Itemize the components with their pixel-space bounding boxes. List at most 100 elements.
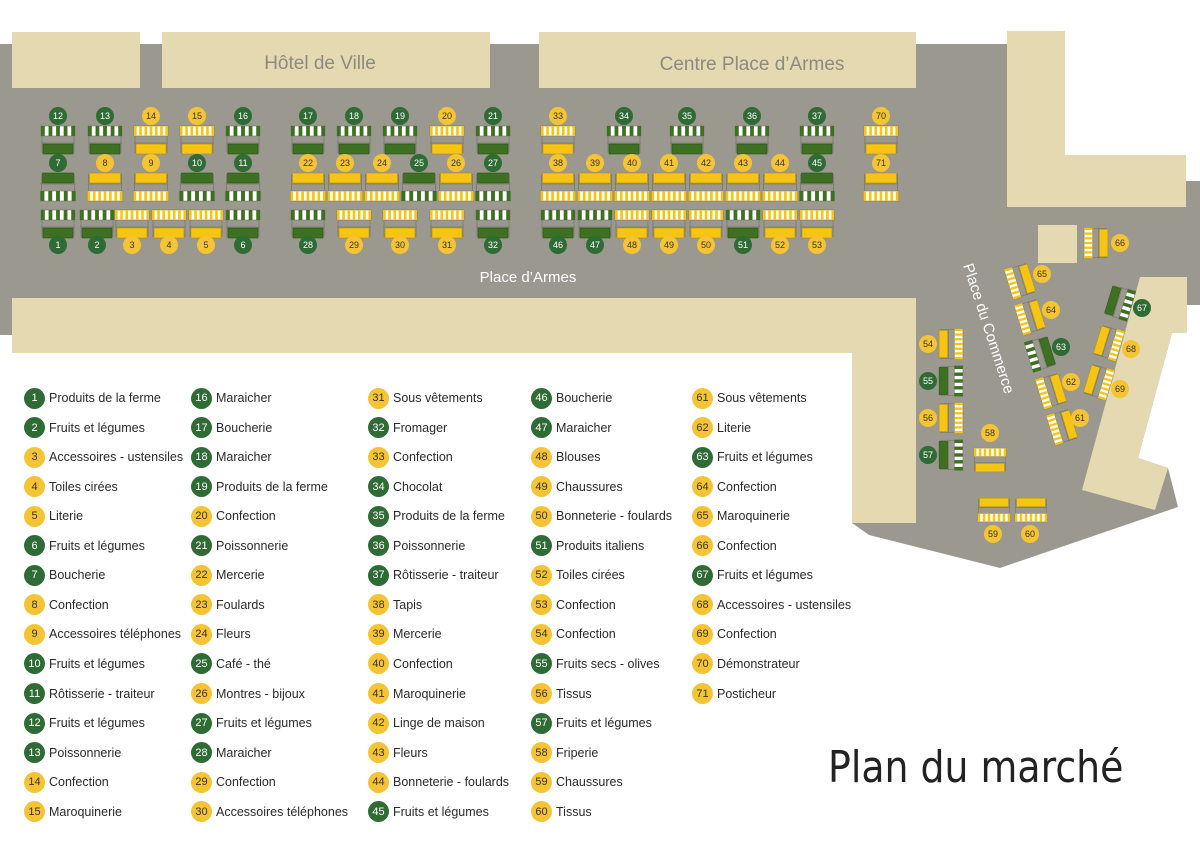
stall-30[interactable] bbox=[382, 209, 418, 239]
stall-number-badge[interactable]: 69 bbox=[1111, 380, 1129, 398]
stall-27[interactable] bbox=[475, 172, 511, 202]
stall-68[interactable] bbox=[1093, 324, 1126, 362]
stall-number-badge[interactable]: 37 bbox=[808, 107, 826, 125]
stall-number-badge[interactable]: 58 bbox=[981, 424, 999, 442]
stall-36[interactable] bbox=[734, 125, 770, 155]
stall-53[interactable] bbox=[799, 209, 835, 239]
stall-31[interactable] bbox=[429, 209, 465, 239]
stall-43[interactable] bbox=[725, 172, 761, 202]
stall-50[interactable] bbox=[688, 209, 724, 239]
stall-45[interactable] bbox=[799, 172, 835, 202]
stall-2[interactable] bbox=[79, 209, 115, 239]
stall-55[interactable] bbox=[938, 365, 964, 397]
stall-number-badge[interactable]: 54 bbox=[919, 335, 937, 353]
stall-number-badge[interactable]: 42 bbox=[697, 154, 715, 172]
stall-39[interactable] bbox=[577, 172, 613, 202]
stall-number-badge[interactable]: 2 bbox=[88, 236, 106, 254]
stall-25[interactable] bbox=[401, 172, 437, 202]
stall-28[interactable] bbox=[290, 209, 326, 239]
stall-51[interactable] bbox=[725, 209, 761, 239]
stall-number-badge[interactable]: 41 bbox=[660, 154, 678, 172]
stall-number-badge[interactable]: 9 bbox=[142, 154, 160, 172]
stall-13[interactable] bbox=[87, 125, 123, 155]
stall-35[interactable] bbox=[669, 125, 705, 155]
stall-41[interactable] bbox=[651, 172, 687, 202]
stall-number-badge[interactable]: 47 bbox=[586, 236, 604, 254]
stall-61[interactable] bbox=[1045, 408, 1078, 446]
stall-66[interactable] bbox=[1083, 227, 1109, 259]
stall-5[interactable] bbox=[188, 209, 224, 239]
stall-number-badge[interactable]: 10 bbox=[188, 154, 206, 172]
stall-number-badge[interactable]: 18 bbox=[345, 107, 363, 125]
stall-number-badge[interactable]: 38 bbox=[549, 154, 567, 172]
stall-number-badge[interactable]: 22 bbox=[299, 154, 317, 172]
stall-number-badge[interactable]: 20 bbox=[438, 107, 456, 125]
stall-44[interactable] bbox=[762, 172, 798, 202]
stall-number-badge[interactable]: 65 bbox=[1033, 265, 1051, 283]
stall-60[interactable] bbox=[1014, 497, 1048, 523]
stall-number-badge[interactable]: 44 bbox=[771, 154, 789, 172]
stall-8[interactable] bbox=[87, 172, 123, 202]
stall-number-badge[interactable]: 39 bbox=[586, 154, 604, 172]
stall-11[interactable] bbox=[225, 172, 261, 202]
stall-number-badge[interactable]: 71 bbox=[872, 154, 890, 172]
stall-number-badge[interactable]: 23 bbox=[336, 154, 354, 172]
stall-19[interactable] bbox=[382, 125, 418, 155]
stall-71[interactable] bbox=[863, 172, 899, 202]
stall-14[interactable] bbox=[133, 125, 169, 155]
stall-24[interactable] bbox=[364, 172, 400, 202]
stall-number-badge[interactable]: 8 bbox=[96, 154, 114, 172]
stall-number-badge[interactable]: 57 bbox=[919, 446, 937, 464]
stall-3[interactable] bbox=[114, 209, 150, 239]
stall-number-badge[interactable]: 16 bbox=[234, 107, 252, 125]
stall-20[interactable] bbox=[429, 125, 465, 155]
stall-number-badge[interactable]: 70 bbox=[872, 107, 890, 125]
stall-number-badge[interactable]: 30 bbox=[391, 236, 409, 254]
stall-6[interactable] bbox=[225, 209, 261, 239]
stall-number-badge[interactable]: 31 bbox=[438, 236, 456, 254]
stall-number-badge[interactable]: 7 bbox=[49, 154, 67, 172]
stall-7[interactable] bbox=[40, 172, 76, 202]
stall-number-badge[interactable]: 35 bbox=[678, 107, 696, 125]
stall-32[interactable] bbox=[475, 209, 511, 239]
stall-number-badge[interactable]: 3 bbox=[123, 236, 141, 254]
stall-10[interactable] bbox=[179, 172, 215, 202]
stall-63[interactable] bbox=[1023, 335, 1056, 373]
stall-number-badge[interactable]: 67 bbox=[1133, 299, 1151, 317]
stall-number-badge[interactable]: 34 bbox=[615, 107, 633, 125]
stall-42[interactable] bbox=[688, 172, 724, 202]
stall-33[interactable] bbox=[540, 125, 576, 155]
stall-4[interactable] bbox=[151, 209, 187, 239]
stall-number-badge[interactable]: 45 bbox=[808, 154, 826, 172]
stall-64[interactable] bbox=[1013, 298, 1046, 336]
stall-59[interactable] bbox=[977, 497, 1011, 523]
stall-number-badge[interactable]: 28 bbox=[299, 236, 317, 254]
stall-65[interactable] bbox=[1003, 262, 1036, 300]
stall-number-badge[interactable]: 56 bbox=[919, 409, 937, 427]
stall-46[interactable] bbox=[540, 209, 576, 239]
stall-number-badge[interactable]: 43 bbox=[734, 154, 752, 172]
stall-52[interactable] bbox=[762, 209, 798, 239]
stall-67[interactable] bbox=[1104, 284, 1137, 322]
stall-12[interactable] bbox=[40, 125, 76, 155]
stall-18[interactable] bbox=[336, 125, 372, 155]
stall-number-badge[interactable]: 5 bbox=[197, 236, 215, 254]
stall-number-badge[interactable]: 46 bbox=[549, 236, 567, 254]
stall-number-badge[interactable]: 62 bbox=[1062, 373, 1080, 391]
stall-number-badge[interactable]: 12 bbox=[49, 107, 67, 125]
stall-70[interactable] bbox=[863, 125, 899, 155]
stall-29[interactable] bbox=[336, 209, 372, 239]
stall-number-badge[interactable]: 25 bbox=[410, 154, 428, 172]
stall-number-badge[interactable]: 64 bbox=[1042, 301, 1060, 319]
stall-56[interactable] bbox=[938, 402, 964, 434]
stall-number-badge[interactable]: 36 bbox=[743, 107, 761, 125]
stall-number-badge[interactable]: 50 bbox=[697, 236, 715, 254]
stall-26[interactable] bbox=[438, 172, 474, 202]
stall-number-badge[interactable]: 15 bbox=[188, 107, 206, 125]
stall-number-badge[interactable]: 19 bbox=[391, 107, 409, 125]
stall-15[interactable] bbox=[179, 125, 215, 155]
stall-38[interactable] bbox=[540, 172, 576, 202]
stall-number-badge[interactable]: 63 bbox=[1052, 338, 1070, 356]
stall-number-badge[interactable]: 40 bbox=[623, 154, 641, 172]
stall-16[interactable] bbox=[225, 125, 261, 155]
